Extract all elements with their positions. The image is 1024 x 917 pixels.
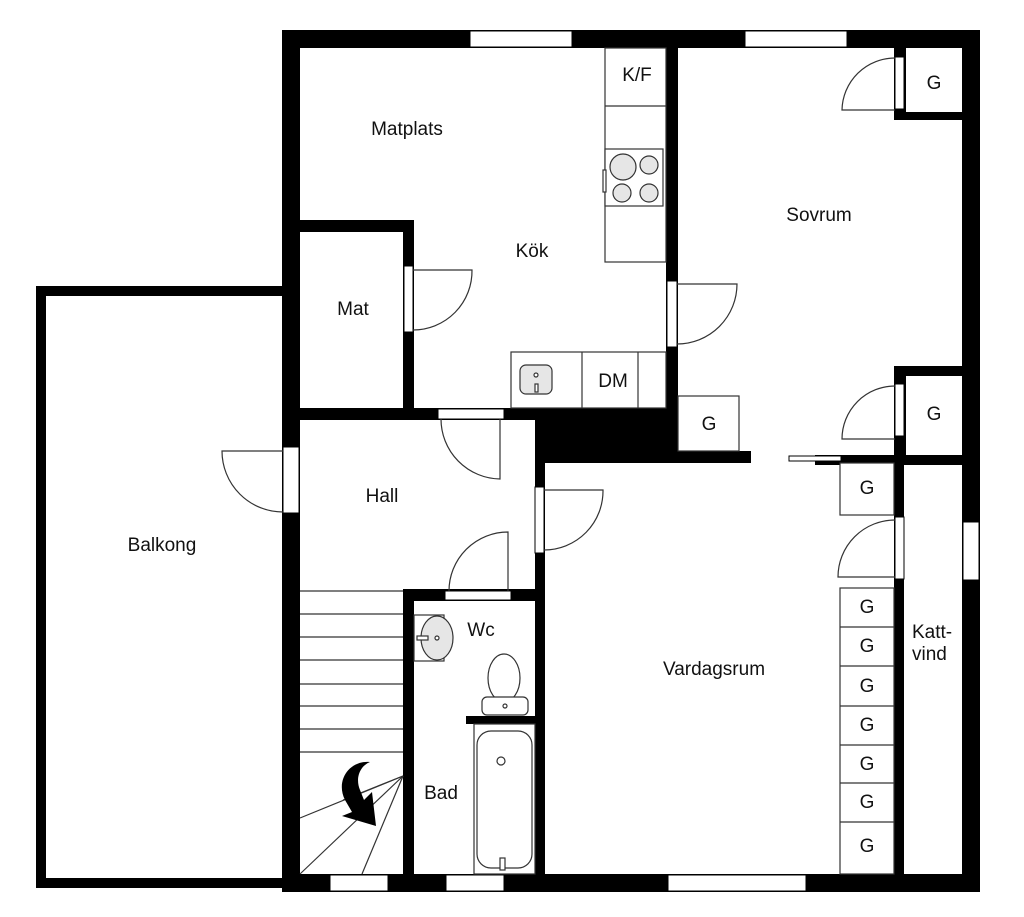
closet-label: G <box>860 836 875 857</box>
closet-label: G <box>860 754 875 775</box>
windows <box>329 30 980 892</box>
room-labels: Matplats Kök K/F Mat DM Sovrum Hall Balk… <box>128 65 952 857</box>
room-label-balkong: Balkong <box>128 535 197 556</box>
closet-label: G <box>860 597 875 618</box>
bathroom-fixtures <box>413 614 536 875</box>
closet-label: G <box>927 73 942 94</box>
closet-label: G <box>860 792 875 813</box>
closet-label: G <box>860 715 875 736</box>
label-kf: K/F <box>622 65 652 86</box>
room-label-kattvind-line2: vind <box>912 644 947 665</box>
room-label-sovrum: Sovrum <box>786 205 851 226</box>
doors <box>221 56 905 601</box>
room-label-kok: Kök <box>516 241 549 262</box>
room-label-hall: Hall <box>366 486 399 507</box>
closet-label: G <box>927 404 942 425</box>
balcony-walls <box>36 286 300 888</box>
kitchen-fixtures <box>510 47 667 409</box>
closet-label: G <box>860 636 875 657</box>
room-label-vardagsrum: Vardagsrum <box>663 659 765 680</box>
room-label-wc: Wc <box>467 620 494 641</box>
closet-label: G <box>702 414 717 435</box>
label-dm: DM <box>598 371 628 392</box>
closet-label: G <box>860 676 875 697</box>
room-label-kattvind-line1: Katt- <box>912 622 952 643</box>
stair-direction-arrow-icon <box>341 761 376 826</box>
room-label-bad: Bad <box>424 783 458 804</box>
closet-label: G <box>860 478 875 499</box>
stairs <box>299 590 404 875</box>
room-label-mat: Mat <box>337 299 369 320</box>
room-label-matplats: Matplats <box>371 119 443 140</box>
closets <box>677 395 895 875</box>
